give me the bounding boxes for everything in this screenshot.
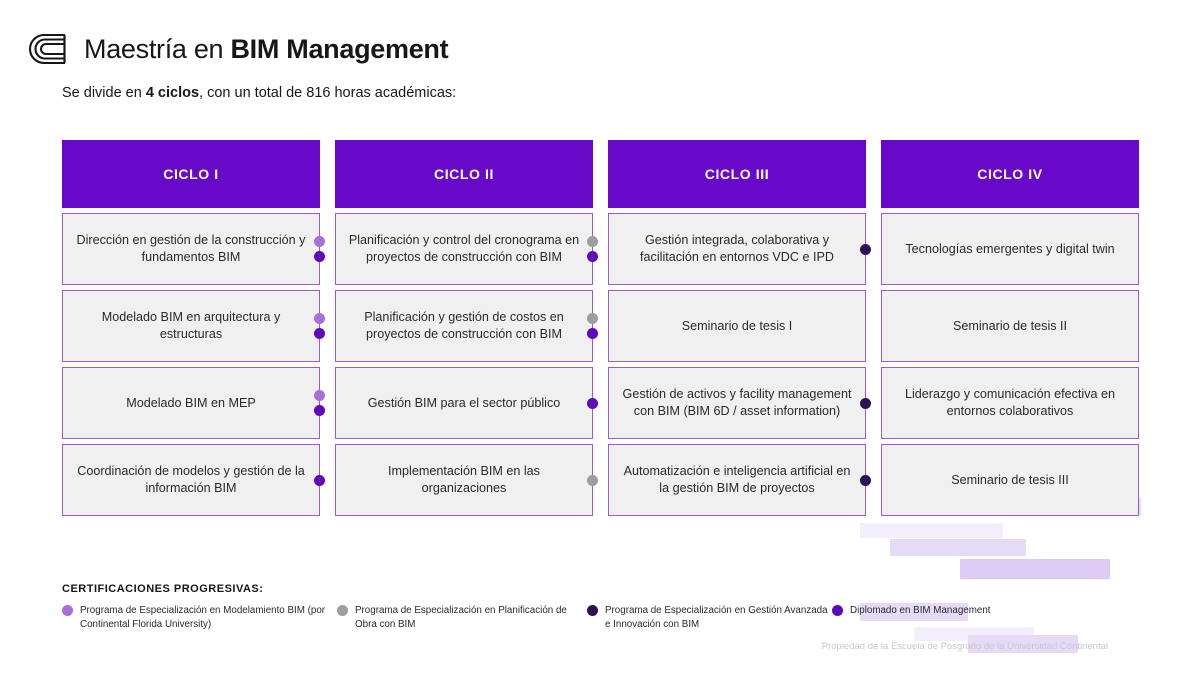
continental-book-logo-icon [24, 32, 70, 66]
decorative-bar [890, 539, 1026, 556]
course-label: Gestión BIM para el sector público [367, 395, 561, 410]
legend-item: Programa de Especialización en Planifica… [337, 604, 587, 632]
legend-items: Programa de Especialización en Modelamie… [62, 604, 1072, 632]
certification-dot [586, 397, 598, 409]
subtitle-bold: 4 ciclos [145, 85, 200, 101]
certification-dots [858, 214, 873, 284]
certification-dots [585, 445, 600, 515]
legend-title: CERTIFICACIONES PROGRESIVAS: [62, 583, 264, 595]
cycle-columns: CICLO I Dirección en gestión de la constr… [62, 140, 1139, 516]
cycle-header: CICLO III [608, 140, 866, 208]
certification-dot [586, 236, 598, 247]
subtitle-pre: Se divide en [62, 85, 146, 101]
certification-dot [313, 313, 325, 324]
course-label: Planificación y gestión de costos en pro… [364, 310, 564, 341]
legend-dot [832, 605, 843, 616]
legend-label: Programa de Especialización en Planifica… [355, 605, 567, 630]
course-cell[interactable]: Seminario de tesis I [608, 290, 866, 362]
course-label: Seminario de tesis II [952, 318, 1068, 333]
certification-dots [312, 214, 327, 284]
course-cell[interactable]: Gestión de activos y facility management… [608, 367, 871, 439]
course-label: Automatización e inteligencia artificial… [623, 464, 851, 495]
course-cell[interactable]: Seminario de tesis II [881, 290, 1139, 362]
subtitle-post: , con un total de 816 horas académicas: [199, 85, 457, 101]
certification-dots [585, 214, 600, 284]
course-cell[interactable]: Planificación y gestión de costos en pro… [335, 290, 598, 362]
course-cell[interactable]: Modelado BIM en arquitectura y estructur… [62, 290, 325, 362]
certification-dot [313, 405, 325, 416]
cycle-column: CICLO II Planificación y control del cron… [335, 140, 598, 516]
course-cell[interactable]: Tecnologías emergentes y digital twin [881, 213, 1139, 285]
course-cell[interactable]: Liderazgo y comunicación efectiva en ent… [881, 367, 1139, 439]
certification-dot [859, 243, 871, 255]
legend-item: Programa de Especialización en Modelamie… [62, 604, 337, 632]
course-label: Planificación y control del cronograma e… [348, 233, 580, 264]
course-cell[interactable]: Automatización e inteligencia artificial… [608, 444, 871, 516]
certification-dot [586, 313, 598, 324]
footer-note: Propiedad de la Escuela de Posgrado de l… [821, 641, 1108, 652]
certification-dots [858, 368, 873, 438]
course-cell[interactable]: Seminario de tesis III [881, 444, 1139, 516]
course-label: Modelado BIM en arquitectura y estructur… [101, 310, 281, 341]
certification-dots [312, 445, 327, 515]
certification-dot [859, 474, 871, 486]
curriculum-grid: CICLO I Dirección en gestión de la constr… [62, 140, 1139, 516]
course-cell[interactable]: Dirección en gestión de la construcción … [62, 213, 325, 285]
course-label: Implementación BIM en las organizaciones [388, 464, 540, 495]
decorative-bar [960, 559, 1110, 579]
page-header: Maestría en BIM Management [24, 32, 449, 66]
cycle-header: CICLO II [335, 140, 593, 208]
certification-dot [313, 390, 325, 401]
course-label: Dirección en gestión de la construcción … [76, 233, 306, 264]
legend: CERTIFICACIONES PROGRESIVAS: Programa de… [62, 583, 1072, 632]
certification-dots [312, 368, 327, 438]
legend-item: Programa de Especialización en Gestión A… [587, 604, 832, 632]
legend-label: Programa de Especialización en Modelamie… [80, 605, 326, 630]
page-subtitle: Se divide en 4 ciclos, con un total de 8… [62, 85, 456, 101]
cycle-header: CICLO I [62, 140, 320, 208]
cycle-column: CICLO I Dirección en gestión de la constr… [62, 140, 325, 516]
legend-label: Diplomado en BIM Management [850, 605, 991, 616]
course-label: Gestión de activos y facility management… [622, 387, 852, 418]
legend-item: Diplomado en BIM Management [832, 604, 1032, 618]
certification-dot [859, 397, 871, 409]
certification-dot [313, 328, 325, 339]
course-cell[interactable]: Planificación y control del cronograma e… [335, 213, 598, 285]
certification-dots [585, 368, 600, 438]
cycle-column: CICLO IV Tecnologías emergentes y digital… [881, 140, 1139, 516]
legend-dot [337, 605, 348, 616]
course-label: Seminario de tesis III [951, 472, 1069, 487]
course-label: Gestión integrada, colaborativa y facili… [640, 233, 834, 264]
course-cell[interactable]: Coordinación de modelos y gestión de la … [62, 444, 325, 516]
decorative-bar [860, 523, 1003, 538]
cycle-column: CICLO III Gestión integrada, colaborativa… [608, 140, 871, 516]
legend-dot [62, 605, 73, 616]
certification-dots [312, 291, 327, 361]
course-label: Coordinación de modelos y gestión de la … [77, 464, 305, 495]
certification-dot [313, 474, 325, 486]
certification-dots [585, 291, 600, 361]
certification-dots [858, 445, 873, 515]
cycle-header: CICLO IV [881, 140, 1139, 208]
course-label: Liderazgo y comunicación efectiva en ent… [904, 387, 1116, 418]
certification-dot [313, 236, 325, 247]
course-cell[interactable]: Modelado BIM en MEP [62, 367, 325, 439]
certification-dot [586, 251, 598, 262]
legend-label: Programa de Especialización en Gestión A… [605, 605, 828, 630]
certification-dot [313, 251, 325, 262]
title-plain: Maestría en [84, 33, 231, 64]
course-cell[interactable]: Gestión BIM para el sector público [335, 367, 598, 439]
title-bold: BIM Management [230, 33, 449, 64]
certification-dot [586, 474, 598, 486]
legend-dot [587, 605, 598, 616]
course-label: Modelado BIM en MEP [126, 395, 256, 410]
course-label: Tecnologías emergentes y digital twin [905, 241, 1115, 256]
page-title: Maestría en BIM Management [84, 33, 449, 65]
course-cell[interactable]: Implementación BIM en las organizaciones [335, 444, 598, 516]
course-cell[interactable]: Gestión integrada, colaborativa y facili… [608, 213, 871, 285]
certification-dot [586, 328, 598, 339]
course-label: Seminario de tesis I [681, 318, 793, 333]
